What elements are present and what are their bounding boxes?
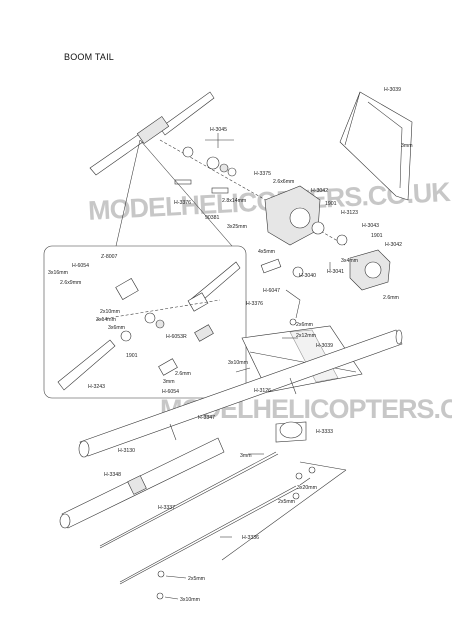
part-label-h6053r: H-6053R [166,334,187,340]
part-label-90381: 90381 [205,215,220,221]
part-label-h3130: H-3130 [118,448,135,454]
part-label-3mma: 3mm [163,379,175,385]
part-label-3x20: 3x20mm [297,485,317,491]
part-label-h3337: H-3337 [158,505,175,511]
part-label-2-6b: 2.6mm [383,295,399,301]
part-label-h3376a: H-3376 [174,200,191,206]
part-label-h6047: H-6047 [263,288,280,294]
part-label-3x10a: 3x10mm [228,360,248,366]
part-label-3x10b: 3x10mm [180,597,200,603]
part-label-h3375: H-3375 [254,171,271,177]
tail-rotor-blades-upper [89,91,215,176]
part-label-3x16: 3x16mm [48,270,68,276]
part-label-3mmc: 3mm [401,143,413,149]
part-label-h3039: H-3039 [384,87,401,93]
rod-end-hardware [156,466,316,600]
part-label-h3243: H-3243 [88,384,105,390]
part-label-h3039b: H-3039 [316,343,333,349]
part-label-h3126: H-3126 [254,388,271,394]
tail-boom [78,329,403,458]
part-label-h6054b: H-6054 [162,389,179,395]
part-label-3mmb: 3mm [240,453,252,459]
part-label-h3042b: H-3042 [385,242,402,248]
part-label-h3042a: H-3042 [311,188,328,194]
part-label-h3043: H-3043 [362,223,379,229]
part-label-2-6x9: 2.6x9mm [60,280,81,286]
part-label-h3045: H-3045 [210,127,227,133]
part-label-2x5a: 2x5mm [278,499,295,505]
part-label-h6054a: H-6054 [72,263,89,269]
part-label-2x12: 2x12mm [296,333,316,339]
tail-hub-parts [174,146,237,194]
part-label-3x14: 3x14mm [96,317,116,323]
leader-lines [164,133,331,600]
part-label-2x5b: 2x5mm [188,576,205,582]
part-label-h3347: H-3347 [198,415,215,421]
part-label-h3348: H-3348 [104,472,121,478]
part-label-1901a: 1901 [325,201,337,207]
part-label-3x4: 3x4mm [341,258,358,264]
part-label-3x6: 3x6mm [108,325,125,331]
vertical-fin [339,91,413,201]
part-label-3x25: 3x25mm [227,224,247,230]
part-label-1901c: 1901 [126,353,138,359]
part-label-2-6x6: 2.6x6mm [273,179,294,185]
part-label-z8007: Z-8007 [101,254,118,260]
part-label-2-6c: 2.6mm [175,371,191,377]
part-callouts: H-3039 H-3045 H-3375 2.6x6mm H-3042 H-33… [48,87,413,603]
inset-tail-rotor-detail [43,139,247,399]
part-label-1901b: 1901 [371,233,383,239]
part-label-2x10: 2x10mm [100,309,120,315]
boom-clamp [275,421,307,443]
part-label-4x5: 4x5mm [258,249,275,255]
part-label-h3376b: H-3376 [246,301,263,307]
boom-support-tube [59,437,225,529]
pushrods [99,451,347,585]
part-label-h3336: H-3336 [242,535,259,541]
page-title: BOOM TAIL [64,52,114,62]
part-label-2x6: 2x6mm [296,322,313,328]
part-label-2-8x14: 2.8x14mm [222,198,246,204]
tail-gearbox [264,185,391,291]
pitch-control-parts [260,258,304,326]
part-label-h3333: H-3333 [316,429,333,435]
part-label-h3040: H-3040 [299,273,316,279]
part-label-h3041: H-3041 [327,269,344,275]
part-label-h3123: H-3123 [341,210,358,216]
